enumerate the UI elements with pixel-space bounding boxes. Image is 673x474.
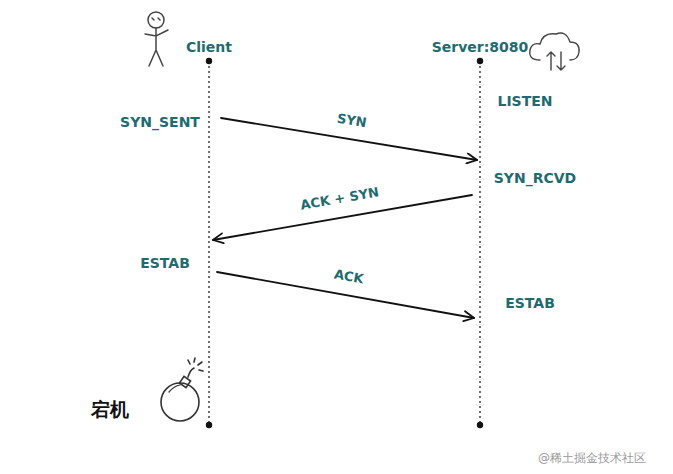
message-label: SYN (333, 110, 371, 131)
lifelines (206, 58, 483, 428)
message-label: ACK + SYN (296, 184, 383, 213)
watermark: @稀土掘金技术社区 (538, 450, 646, 467)
state-label: ESTAB (140, 255, 190, 271)
message-label: ACK (330, 266, 368, 287)
lifeline (208, 61, 209, 425)
participant-name: Server:8080 (428, 37, 533, 57)
lifeline (479, 61, 480, 425)
state-label: ESTAB (505, 295, 555, 311)
state-label: SYN_RCVD (494, 170, 576, 186)
cloud-icon (530, 33, 579, 70)
participant-name: Client (182, 37, 236, 57)
participant-label: Server:8080 (432, 39, 529, 55)
crash-label: 宕机 (91, 397, 129, 423)
lifeline-dot (206, 422, 212, 428)
state-label: SYN_SENT (120, 114, 200, 130)
participant-label: Client (186, 39, 232, 55)
state-label: LISTEN (497, 93, 552, 109)
stick-figure (145, 12, 168, 66)
lifeline-dot (206, 58, 212, 64)
bomb-icon (161, 358, 203, 421)
lifeline-dot (477, 58, 483, 64)
lifeline-dot (477, 422, 483, 428)
